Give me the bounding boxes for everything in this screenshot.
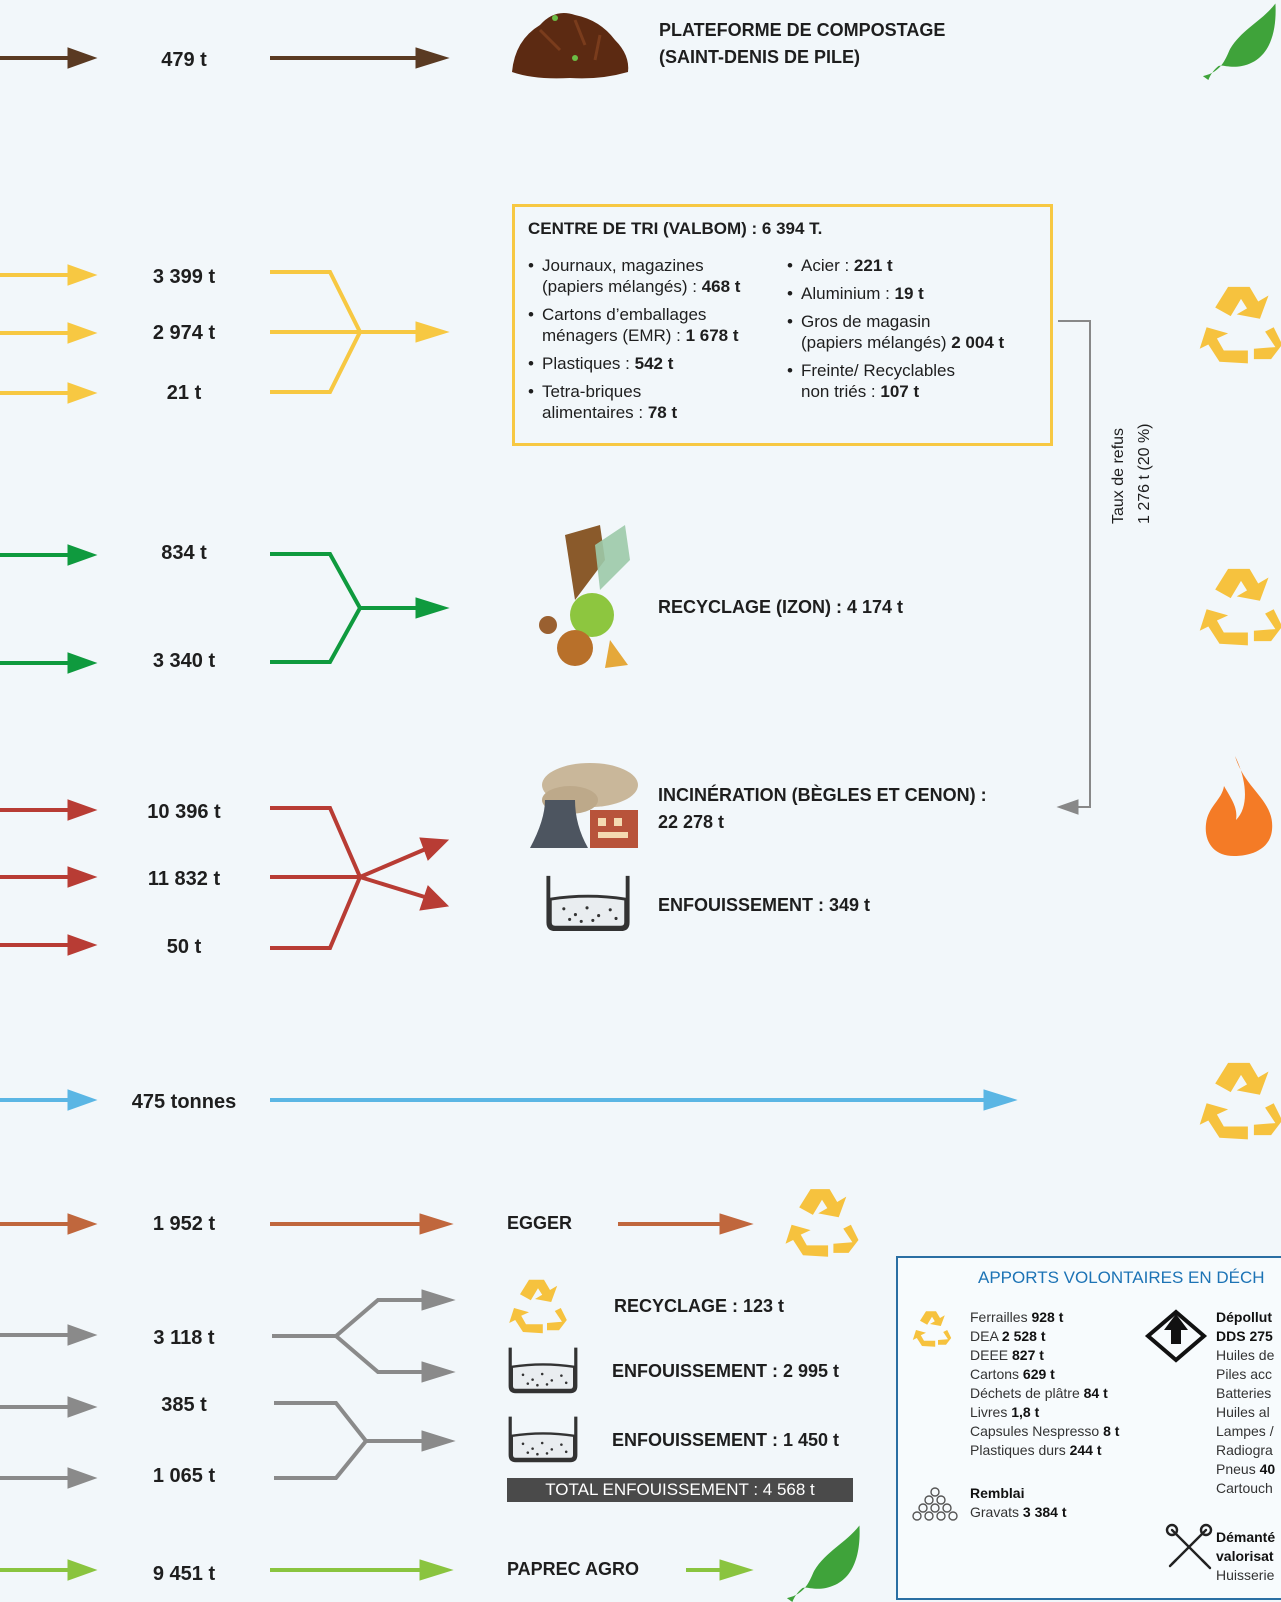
- compost-flow: [0, 47, 450, 69]
- recycle-icon: [785, 1189, 859, 1257]
- list-item: Huiles al: [1216, 1404, 1270, 1420]
- apports-list-depollution: Dépollut DDS 275 Huiles de Piles acc Bat…: [1216, 1309, 1276, 1496]
- dest-recyclage-123: RECYCLAGE : 123 t: [614, 1296, 785, 1316]
- recycle-icon: [912, 1311, 952, 1347]
- list-item: Cartons 629 t: [970, 1366, 1055, 1382]
- incinerator-icon: [530, 763, 638, 848]
- list-item: Livres 1,8 t: [970, 1404, 1040, 1420]
- list-item: DEA 2 528 t: [970, 1328, 1046, 1344]
- list-item: Radiogra: [1216, 1442, 1273, 1458]
- list-item: Plastiques : 542 t: [528, 353, 778, 374]
- dest-compost-line1: PLATEFORME DE COMPOSTAGE: [659, 20, 946, 40]
- list-item: Aluminium : 19 t: [787, 283, 1042, 304]
- list-item: Déchets de plâtre 84 t: [970, 1385, 1108, 1401]
- compost-heap-icon: [512, 12, 629, 79]
- list-item: Ferrailles 928 t: [970, 1309, 1064, 1325]
- centre-tri-left-list: Journaux, magazines(papiers mélangés) : …: [528, 255, 778, 430]
- list-item: Capsules Nespresso 8 t: [970, 1423, 1120, 1439]
- qty-recyclables-1: 3 399 t: [152, 266, 216, 288]
- leaf-icon: [786, 1525, 860, 1602]
- qty-bulky-1: 3 118 t: [153, 1327, 215, 1349]
- list-item: Piles acc: [1216, 1366, 1273, 1382]
- textile-flow: [0, 1089, 1018, 1111]
- list-item: Lampes /: [1216, 1423, 1274, 1439]
- qty-bulky-3: 1 065 t: [152, 1465, 216, 1487]
- depollution-icon: [1144, 1309, 1208, 1363]
- list-item: Journaux, magazines(papiers mélangés) : …: [528, 255, 778, 297]
- flame-icon: [1205, 756, 1273, 856]
- landfill-icon: [508, 1415, 578, 1463]
- list-item: Plastiques durs 244 t: [970, 1442, 1102, 1458]
- list-item: Huiles de: [1216, 1347, 1275, 1363]
- glass-flow: [0, 544, 450, 674]
- refus-bracket: [1056, 320, 1091, 815]
- dest-enfouissement-2995: ENFOUISSEMENT : 2 995 t: [612, 1361, 840, 1381]
- recycle-icon: [1199, 568, 1281, 646]
- list-item: DEEE 827 t: [970, 1347, 1044, 1363]
- landfill-icon: [548, 876, 627, 929]
- recycle-icon: [1199, 1062, 1281, 1140]
- recycle-icon: [1199, 286, 1281, 364]
- apports-title: APPORTS VOLONTAIRES EN DÉCH: [978, 1268, 1265, 1287]
- list-item: Batteries: [1216, 1385, 1272, 1401]
- apports-list-recycling: Ferrailles 928 t DEA 2 528 t DEEE 827 t …: [970, 1308, 1119, 1460]
- recycle-icon: [509, 1279, 567, 1334]
- apports-volontaires-box: APPORTS VOLONTAIRES EN DÉCH Ferrailles 9…: [896, 1256, 1281, 1600]
- apports-remblai: Remblai Gravats 3 384 t: [970, 1485, 1067, 1520]
- centre-tri-right-list: Acier : 221 t Aluminium : 19 t Gros de m…: [787, 255, 1042, 409]
- apports-demantelement: Démanté valorisat Huisserie: [1216, 1529, 1276, 1583]
- list-item: Acier : 221 t: [787, 255, 1042, 276]
- list-item: Gros de magasin(papiers mélangés) 2 004 …: [787, 311, 1042, 353]
- qty-bulky-2: 385 t: [161, 1394, 207, 1416]
- dest-compost-line2: (SAINT-DENIS DE PILE): [659, 47, 861, 67]
- centre-tri-title: CENTRE DE TRI (VALBOM) : 6 394 T.: [528, 219, 823, 238]
- list-item: Cartouch: [1216, 1480, 1273, 1496]
- total-enfouissement-banner: TOTAL ENFOUISSEMENT : 4 568 t: [507, 1478, 853, 1502]
- rubble-icon: [912, 1487, 958, 1521]
- landfill-icon: [508, 1346, 578, 1394]
- wood-flow: [0, 1213, 754, 1235]
- qty-compost: 479 t: [161, 49, 207, 71]
- dest-incineration-line2: 22 278 t: [658, 812, 725, 832]
- qty-recyclables-3: 21 t: [166, 382, 202, 404]
- recyclables-flow: [0, 264, 450, 404]
- tools-icon: [1165, 1523, 1213, 1570]
- qty-residual-2: 11 832 t: [147, 868, 221, 890]
- dest-paprec-agro: PAPREC AGRO: [507, 1559, 640, 1579]
- dest-enfouissement-1450: ENFOUISSEMENT : 1 450 t: [612, 1430, 840, 1450]
- dest-recyclage-izon: RECYCLAGE (IZON) : 4 174 t: [658, 597, 904, 617]
- refus-label: Taux de refus 1 276 t (20 %): [1110, 423, 1153, 525]
- glass-bottles-icon: [539, 525, 630, 668]
- dest-incineration-line1: INCINÉRATION (BÈGLES ET CENON) :: [658, 785, 987, 805]
- qty-recyclables-2: 2 974 t: [152, 322, 216, 344]
- qty-textile: 475 tonnes: [131, 1091, 237, 1113]
- qty-green-waste: 9 451 t: [152, 1563, 216, 1585]
- qty-glass-1: 834 t: [161, 542, 207, 564]
- leaf-icon: [1202, 3, 1276, 80]
- green-waste-flow: [0, 1559, 754, 1581]
- qty-residual-3: 50 t: [166, 936, 202, 958]
- dest-egger: EGGER: [507, 1213, 573, 1233]
- list-item: Pneus 40: [1216, 1461, 1276, 1477]
- qty-wood: 1 952 t: [152, 1213, 216, 1235]
- bulky-flow: [0, 1289, 456, 1489]
- dest-enfouissement-349: ENFOUISSEMENT : 349 t: [658, 895, 871, 915]
- centre-tri-box: CENTRE DE TRI (VALBOM) : 6 394 T. Journa…: [512, 204, 1053, 446]
- qty-residual-1: 10 396 t: [147, 801, 221, 823]
- qty-glass-2: 3 340 t: [152, 650, 216, 672]
- residual-flow: [0, 799, 450, 956]
